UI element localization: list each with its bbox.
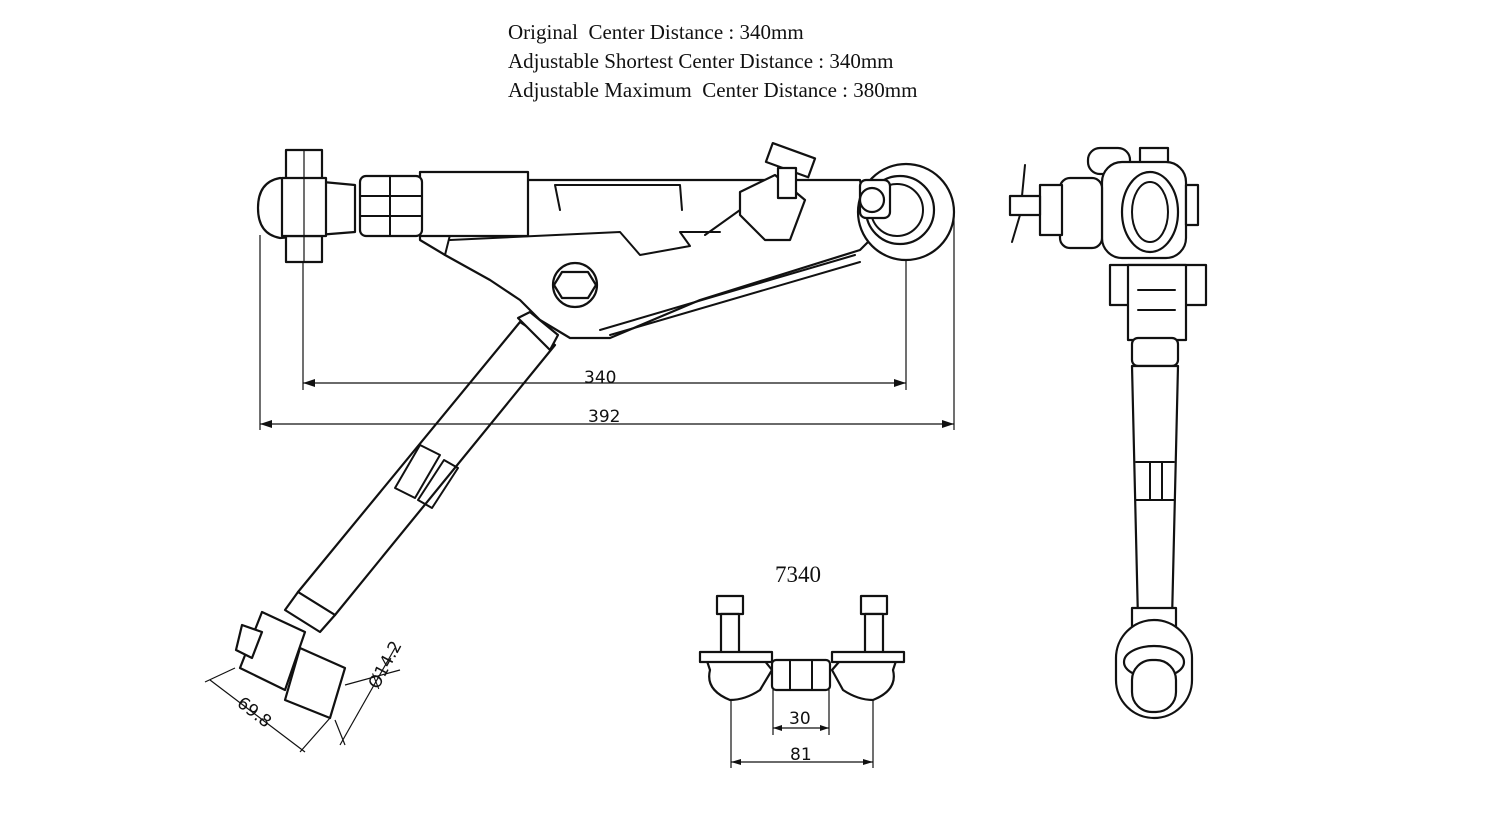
small-link-view	[698, 594, 906, 702]
dim-span-label: 81	[790, 745, 812, 765]
spec-text-block: Original Center Distance : 340mm Adjusta…	[508, 18, 917, 105]
dim-center-label: 340	[584, 368, 616, 388]
link-left-eye	[703, 653, 774, 702]
spec-original-distance: Original Center Distance : 340mm	[508, 20, 804, 44]
side-view	[1008, 146, 1208, 720]
side-rod-tube	[1130, 364, 1180, 622]
dim-width-label: 69.8	[233, 693, 275, 732]
dim-overall-label: 392	[588, 407, 620, 427]
link-hex-sleeve	[770, 658, 832, 692]
link-left-bolt-head	[715, 594, 745, 616]
spec-shortest-distance: Adjustable Shortest Center Distance : 34…	[508, 49, 894, 73]
dimension-lines	[204, 215, 955, 768]
adjuster-knob	[738, 141, 817, 242]
model-number: 7340	[775, 562, 821, 587]
spec-maximum-distance: Adjustable Maximum Center Distance : 380…	[508, 78, 918, 102]
dim-diameter-label: Ø14.2	[365, 638, 407, 693]
side-wing-nut	[1008, 194, 1042, 217]
link-right-bolt-head	[859, 594, 889, 616]
link-right-eye	[830, 653, 900, 702]
arm-tube	[418, 170, 530, 238]
lower-extension-rod	[234, 310, 560, 720]
dim-hex-label: 30	[789, 709, 811, 729]
main-arm-view	[234, 141, 956, 720]
